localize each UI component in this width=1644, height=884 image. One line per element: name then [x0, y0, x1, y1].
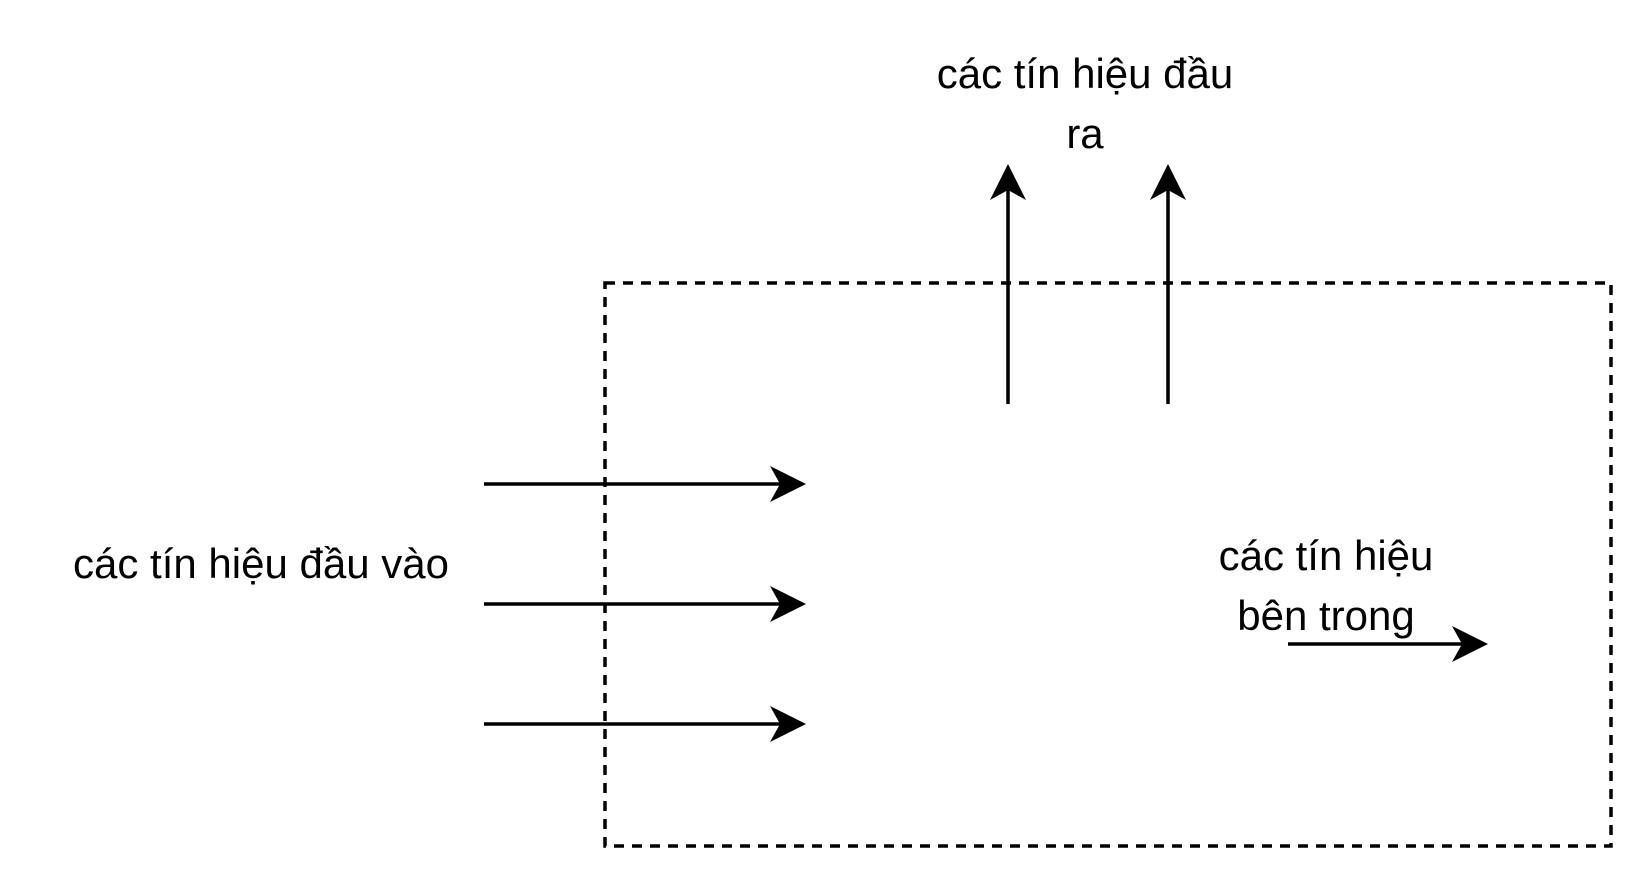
input-signals-label: các tín hiệu đầu vào	[73, 540, 449, 587]
output-arrow-1	[990, 164, 1026, 404]
internal-arrow	[1288, 626, 1488, 662]
input-arrow-1	[484, 466, 806, 502]
input-arrow-2	[484, 586, 806, 622]
internal-signals-label-line2: bên trong	[1237, 592, 1414, 639]
output-signals-label-line1: các tín hiệu đầu	[937, 50, 1234, 97]
system-boundary	[603, 281, 1613, 848]
internal-signals-label-line1: các tín hiệu	[1219, 532, 1434, 579]
input-arrow-3	[484, 706, 806, 742]
output-arrow-2	[1150, 164, 1186, 404]
output-signals-label-line2: ra	[1066, 110, 1104, 157]
